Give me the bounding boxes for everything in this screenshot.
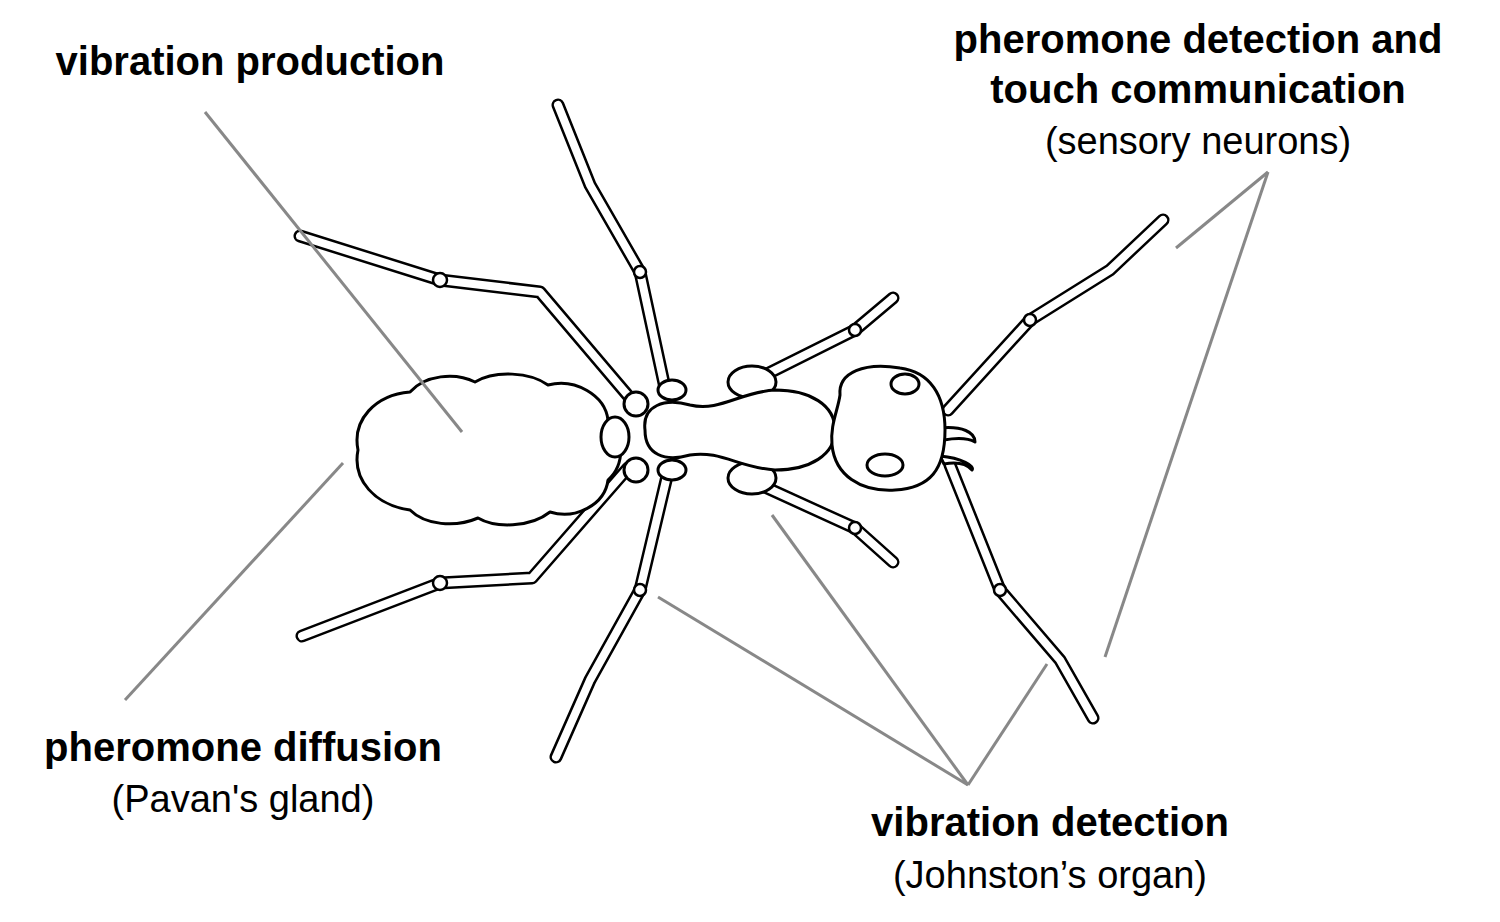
part-label: pheromone diffusion [3, 722, 483, 772]
organ-label: (Johnston’s organ) [810, 850, 1290, 900]
organ-label: (sensory neurons) [958, 116, 1438, 166]
organ-label: (Pavan's gland) [3, 774, 483, 824]
part-label: pheromone detection and touch communicat… [908, 14, 1488, 114]
part-label: vibration production [10, 36, 490, 86]
part-label: vibration detection [810, 797, 1290, 847]
